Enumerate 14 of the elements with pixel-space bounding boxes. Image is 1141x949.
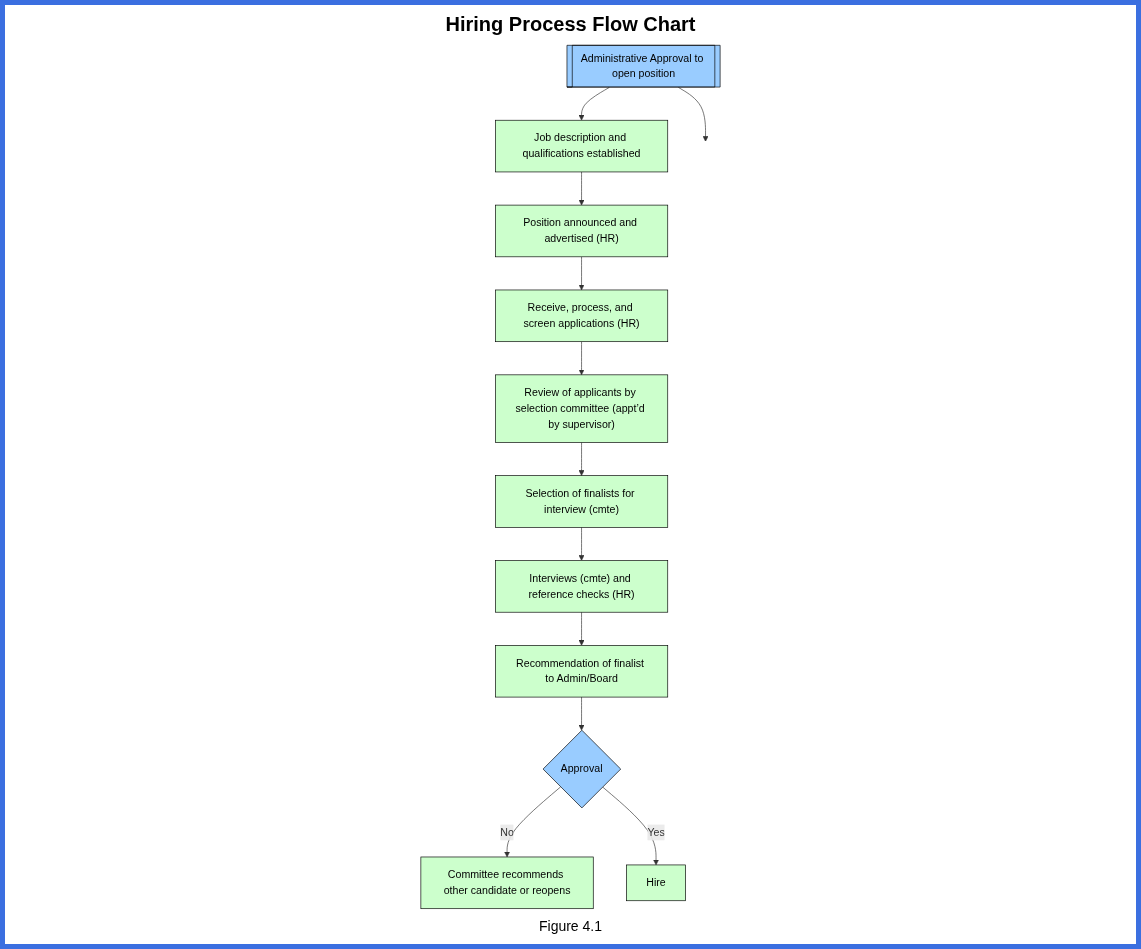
node-diamond: Approval <box>542 729 622 809</box>
node-box: Committee recommends other candidate or reopens <box>420 856 594 910</box>
node-box: Receive, process, and screen applications (HR) <box>495 289 669 342</box>
chart-title: Hiring Process Flow Chart <box>445 13 696 36</box>
node-box: Interviews (cmte) and reference checks (HR) <box>495 560 669 613</box>
figure-caption: Figure 4.1 <box>538 918 602 934</box>
edge-label: No <box>500 826 514 838</box>
node-box: Hire <box>626 864 686 902</box>
node-box: Review of applicants by selection committee (appt’d by supervisor) <box>495 374 669 443</box>
node-box: Selection of finalists for interview (cmte) <box>495 475 669 528</box>
edge-label: Yes <box>647 826 665 838</box>
node-box: Position announced and advertised (HR) <box>495 204 669 258</box>
node-box: Job description and qualifications established <box>495 119 669 173</box>
node-box: Recommendation of finalist to Admin/Board <box>495 645 669 698</box>
